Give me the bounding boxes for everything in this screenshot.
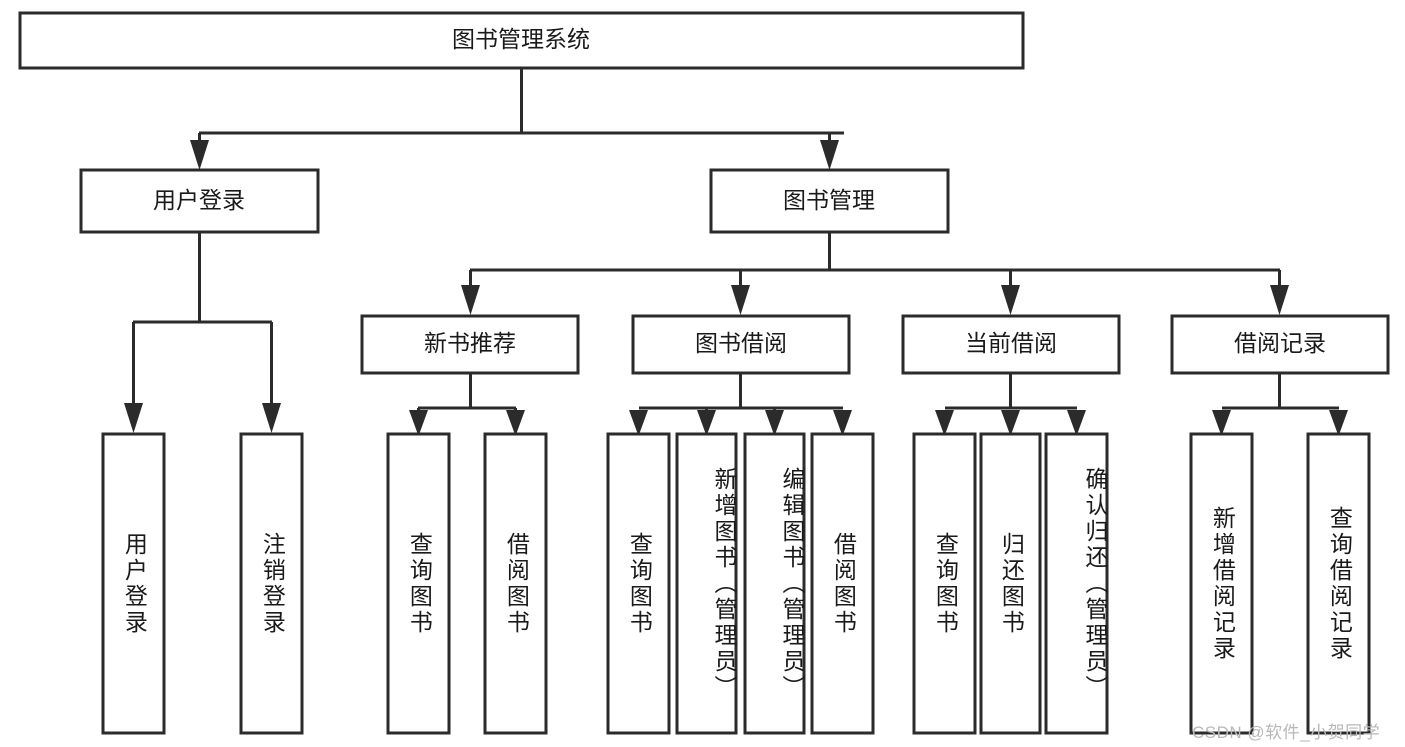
node-book-manage-label: 图书管理 <box>783 187 875 213</box>
arrow-leaf-confirm-return <box>1067 410 1086 436</box>
node-user-login[interactable]: 用户登录 <box>79 168 320 234</box>
node-book-manage-box[interactable] <box>709 168 950 234</box>
arrow-leaf-add-record <box>1212 410 1231 436</box>
arrow-leaf-edit-book <box>765 410 784 436</box>
arrow-leaf-add-book <box>697 410 716 436</box>
node-new-book-recommend-box[interactable] <box>360 314 580 375</box>
arrow-leaf-borrow-book-2 <box>833 410 852 436</box>
node-borrow-record-label: 借阅记录 <box>1234 330 1326 356</box>
arrow-leaf-logout-login <box>262 403 281 433</box>
node-root-label: 图书管理系统 <box>452 26 590 52</box>
node-book-borrow-label: 图书借阅 <box>695 330 787 356</box>
arrow-leaf-query-book-2 <box>629 410 648 436</box>
node-leaf-query-book-2-box[interactable] <box>606 432 671 735</box>
node-leaf-return-book-box[interactable] <box>979 432 1042 735</box>
node-current-borrow[interactable]: 当前借阅 <box>901 314 1121 375</box>
node-leaf-query-record-box[interactable] <box>1306 432 1371 735</box>
arrow-leaf-query-record <box>1329 410 1348 436</box>
leaf-boxes-layer <box>101 432 1371 735</box>
node-leaf-query-book-1-box[interactable] <box>386 432 451 735</box>
node-leaf-user-login-box[interactable] <box>101 432 166 735</box>
node-borrow-record[interactable]: 借阅记录 <box>1170 314 1390 375</box>
node-user-login-label: 用户登录 <box>153 187 245 213</box>
node-leaf-logout-login-box[interactable] <box>239 432 304 735</box>
node-user-login-box[interactable] <box>79 168 320 234</box>
edges-layer <box>124 68 1348 436</box>
arrow-borrow-record <box>1270 285 1289 315</box>
arrow-leaf-query-book-1 <box>409 410 428 436</box>
node-root[interactable]: 图书管理系统 <box>18 11 1025 70</box>
node-current-borrow-box[interactable] <box>901 314 1121 375</box>
arrow-leaf-user-login <box>124 403 143 433</box>
arrow-leaf-query-book-3 <box>935 410 954 436</box>
arrow-book-borrow <box>731 285 750 315</box>
arrow-current-borrow <box>1001 285 1020 315</box>
arrow-book-manage <box>820 140 839 170</box>
node-leaf-edit-book-box[interactable] <box>743 432 806 735</box>
node-root-box[interactable] <box>18 11 1025 70</box>
node-leaf-query-book-3-box[interactable] <box>912 432 977 735</box>
node-borrow-record-box[interactable] <box>1170 314 1390 375</box>
arrow-leaf-return-book <box>1001 410 1020 436</box>
node-leaf-add-record-box[interactable] <box>1189 432 1254 735</box>
node-new-book-recommend[interactable]: 新书推荐 <box>360 314 580 375</box>
node-leaf-add-book-box[interactable] <box>675 432 738 735</box>
arrow-user-login <box>190 140 209 170</box>
nodes-layer: 图书管理系统 用户登录 图书管理 新书推荐 图书借阅 当前 <box>18 11 1390 735</box>
node-leaf-borrow-book-2-box[interactable] <box>810 432 875 735</box>
node-leaf-confirm-return-box[interactable] <box>1044 432 1109 735</box>
node-new-book-recommend-label: 新书推荐 <box>424 330 516 356</box>
node-leaf-borrow-book-1-box[interactable] <box>483 432 548 735</box>
arrow-new-book-recommend <box>461 285 480 315</box>
arrow-leaf-borrow-book-1 <box>506 410 525 436</box>
node-book-borrow[interactable]: 图书借阅 <box>631 314 851 375</box>
node-book-manage[interactable]: 图书管理 <box>709 168 950 234</box>
node-current-borrow-label: 当前借阅 <box>965 330 1057 356</box>
node-book-borrow-box[interactable] <box>631 314 851 375</box>
csdn-watermark: CSDN @软件_小贺同学 <box>1192 723 1381 742</box>
